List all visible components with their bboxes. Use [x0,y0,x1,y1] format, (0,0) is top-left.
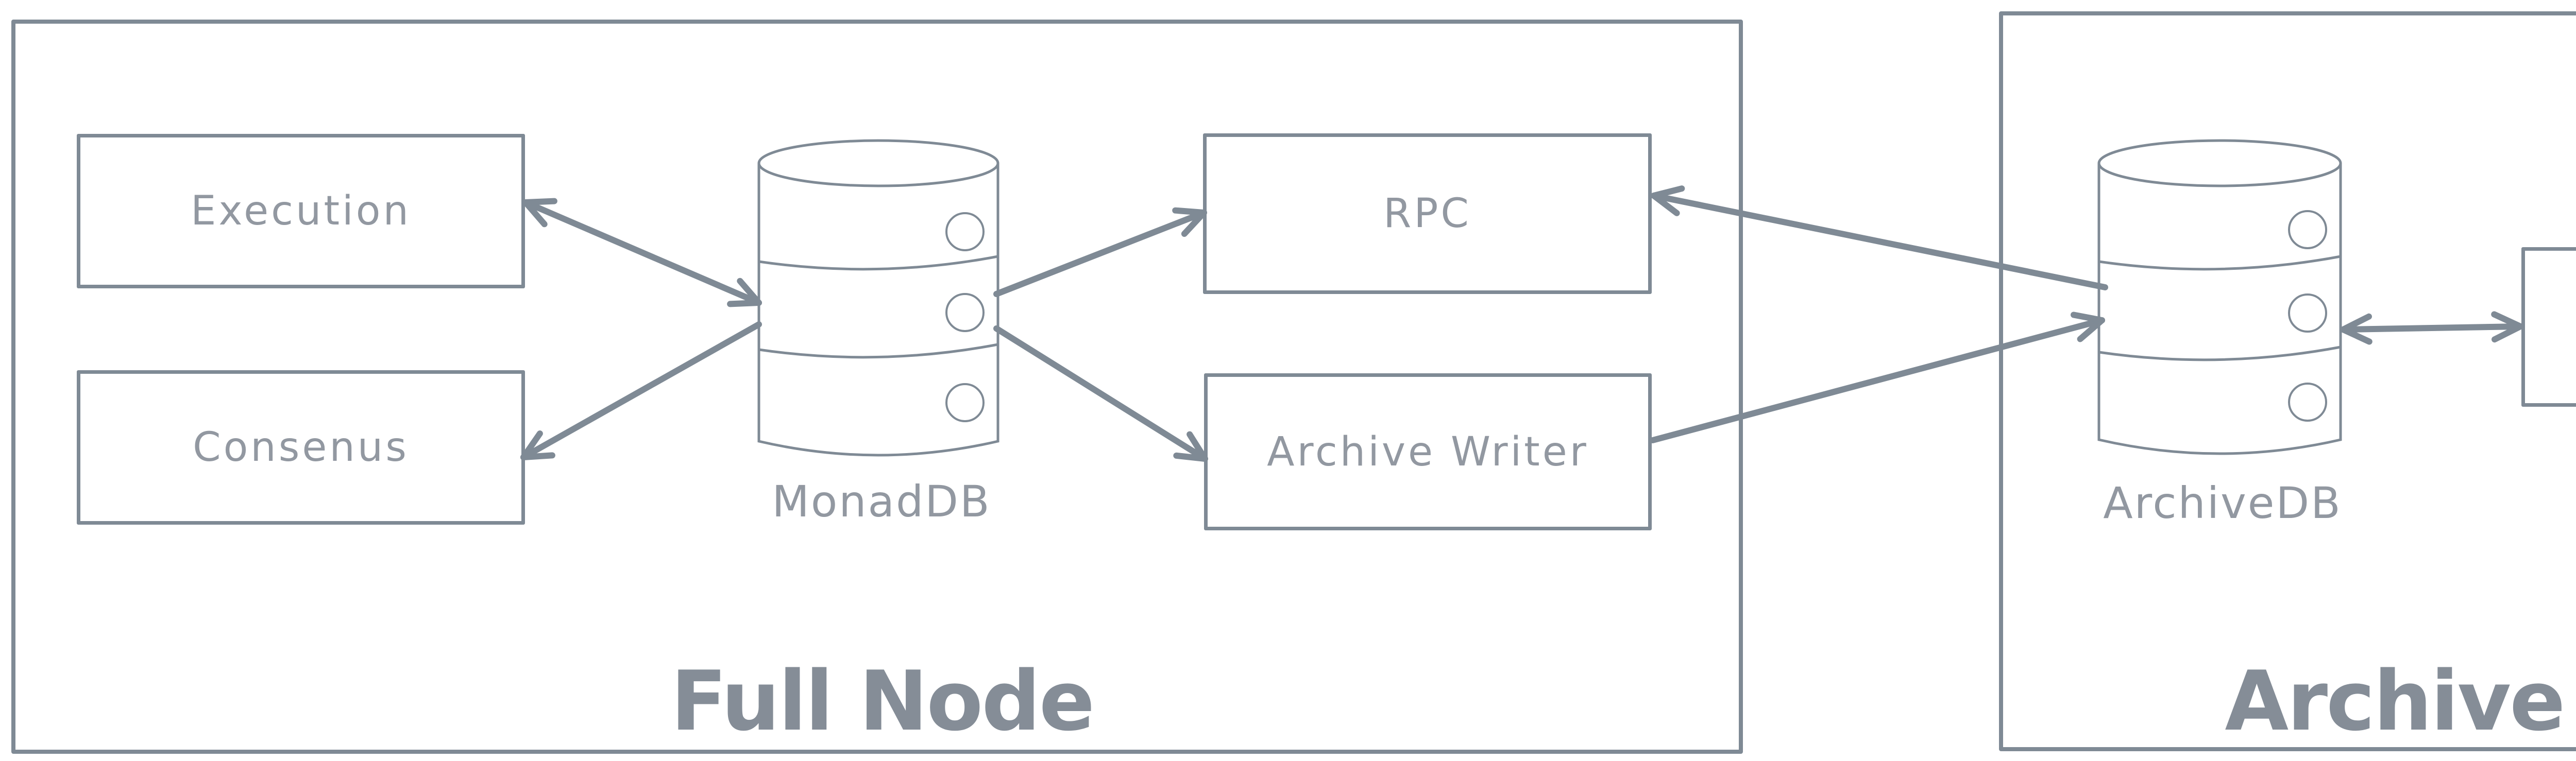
node-rpc: RPC [1203,133,1652,294]
archive-server-title: Archive Server [2225,653,2576,749]
node-indexer: Indexer [2521,247,2576,407]
archive-writer-label: Archive Writer [1267,428,1589,475]
monaddb-label: MonadDB [772,476,991,527]
full-node-title: Full Node [670,653,1095,749]
consensus-label: Consenus [193,424,409,471]
execution-label: Execution [191,188,411,234]
node-archive-writer: Archive Writer [1204,373,1652,530]
node-execution: Execution [77,134,525,288]
node-consensus: Consenus [77,370,525,525]
rpc-label: RPC [1383,191,1471,237]
archive-server-container [1999,11,2576,751]
archivedb-label: ArchiveDB [2103,478,2342,528]
